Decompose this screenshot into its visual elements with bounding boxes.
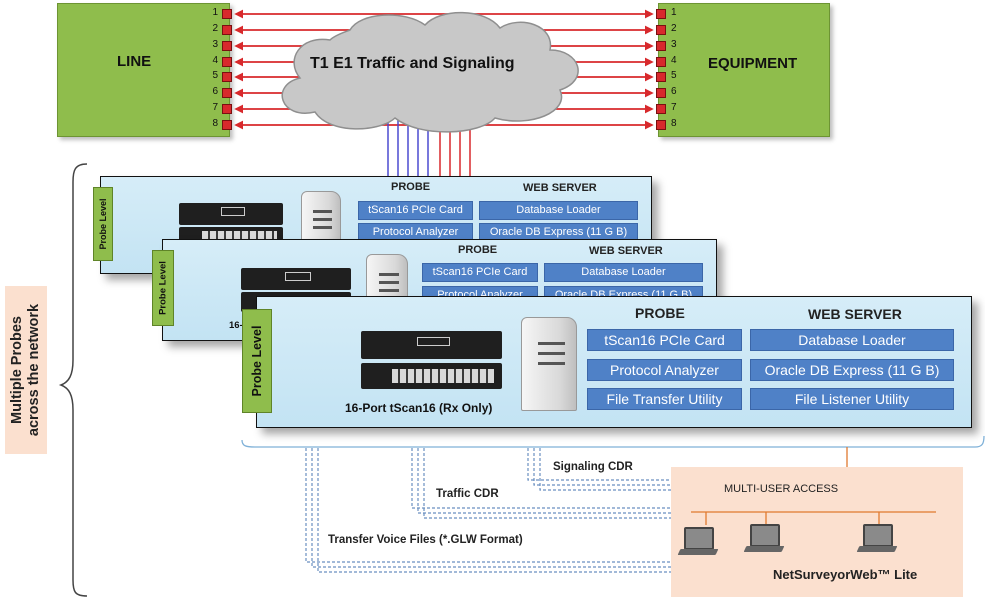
- tscan16-device: [361, 331, 502, 359]
- equipment-label: EQUIPMENT: [708, 55, 798, 72]
- cloud-label: T1 E1 Traffic and Signaling: [310, 55, 515, 72]
- line-port-6: 6: [212, 86, 218, 97]
- line-port-connector: [222, 104, 232, 114]
- probe-panel-front: Probe Level 16-Port tScan16 (Rx Only) PR…: [242, 296, 972, 428]
- left-brace: [58, 163, 88, 597]
- probe-level-tab: Probe Level: [152, 250, 174, 326]
- equipment-port-connector: [656, 25, 666, 35]
- line-port-connector: [222, 25, 232, 35]
- line-port-connector: [222, 88, 232, 98]
- line-port-5: 5: [212, 70, 218, 81]
- probe-header: PROBE: [635, 305, 685, 321]
- probe-item-pcie: tScan16 PCIe Card: [422, 263, 538, 282]
- device-caption-partial: 16-: [229, 320, 243, 331]
- probe-item-analyzer: Protocol Analyzer: [587, 359, 742, 381]
- laptop-icon: [856, 524, 898, 554]
- equipment-port-connector: [656, 9, 666, 19]
- traffic-cloud: [281, 11, 579, 133]
- line-port-connector: [222, 57, 232, 67]
- equipment-port-connector: [656, 57, 666, 67]
- equipment-port-2: 2: [671, 23, 677, 34]
- equipment-port-4: 4: [671, 55, 677, 66]
- web-item-loader: Database Loader: [479, 201, 638, 220]
- web-item-loader: Database Loader: [544, 263, 703, 282]
- web-server-header: WEB SERVER: [523, 182, 597, 194]
- panel-underline-brace: [241, 435, 985, 448]
- probe-level-tab: Probe Level: [93, 187, 113, 261]
- equipment-box: [658, 3, 830, 137]
- line-port-1: 1: [212, 7, 218, 18]
- multi-user-access-box: MULTI-USER ACCESS NetSurveyorWeb™ Lite: [671, 467, 963, 597]
- probe-item-file-transfer: File Transfer Utility: [587, 388, 742, 410]
- lan-lines: [691, 511, 936, 525]
- line-port-connector: [222, 41, 232, 51]
- product-name: NetSurveyorWeb™ Lite: [773, 567, 918, 582]
- equipment-port-7: 7: [671, 102, 677, 113]
- equipment-port-connector: [656, 72, 666, 82]
- server-icon: [521, 317, 577, 411]
- probe-item-pcie: tScan16 PCIe Card: [587, 329, 742, 351]
- web-item-file-listener: File Listener Utility: [750, 388, 954, 410]
- line-port-connector: [222, 120, 232, 130]
- signaling-cdr-label: Signaling CDR: [553, 461, 633, 473]
- equipment-port-connector: [656, 104, 666, 114]
- traffic-cdr-label: Traffic CDR: [436, 488, 499, 500]
- line-port-8: 8: [212, 118, 218, 129]
- device-caption: 16-Port tScan16 (Rx Only): [345, 401, 493, 415]
- probe-header: PROBE: [391, 181, 431, 193]
- voice-files-label: Transfer Voice Files (*.GLW Format): [328, 534, 523, 546]
- link-lines: [234, 9, 654, 176]
- laptop-icon: [743, 524, 785, 554]
- equipment-port-6: 6: [671, 86, 677, 97]
- equipment-port-connector: [656, 41, 666, 51]
- probe-item-pcie: tScan16 PCIe Card: [358, 201, 473, 220]
- web-item-loader: Database Loader: [750, 329, 954, 351]
- equipment-port-1: 1: [671, 7, 677, 18]
- equipment-port-connector: [656, 120, 666, 130]
- probe-header: PROBE: [458, 244, 498, 256]
- web-server-header: WEB SERVER: [589, 245, 663, 257]
- equipment-port-3: 3: [671, 39, 677, 50]
- line-port-7: 7: [212, 102, 218, 113]
- line-port-3: 3: [212, 39, 218, 50]
- web-item-oracle: Oracle DB Express (11 G B): [750, 359, 954, 381]
- equipment-port-5: 5: [671, 70, 677, 81]
- line-port-connector: [222, 72, 232, 82]
- line-port-4: 4: [212, 55, 218, 66]
- tscan16-device: [241, 268, 351, 290]
- equipment-port-connector: [656, 88, 666, 98]
- line-box: [57, 3, 230, 137]
- line-port-connector: [222, 9, 232, 19]
- web-server-header: WEB SERVER: [808, 306, 902, 322]
- probe-level-tab: Probe Level: [242, 309, 272, 413]
- line-label: LINE: [117, 53, 152, 70]
- equipment-port-8: 8: [671, 118, 677, 129]
- multi-user-title: MULTI-USER ACCESS: [724, 483, 839, 495]
- tscan16-device-ports: [361, 363, 502, 389]
- line-port-2: 2: [212, 23, 218, 34]
- web-item-oracle: Oracle DB Express (11 G B): [479, 223, 638, 242]
- multiple-probes-note: Multiple Probes across the network: [5, 286, 47, 454]
- tscan16-device: [179, 203, 283, 225]
- laptop-icon: [677, 527, 719, 557]
